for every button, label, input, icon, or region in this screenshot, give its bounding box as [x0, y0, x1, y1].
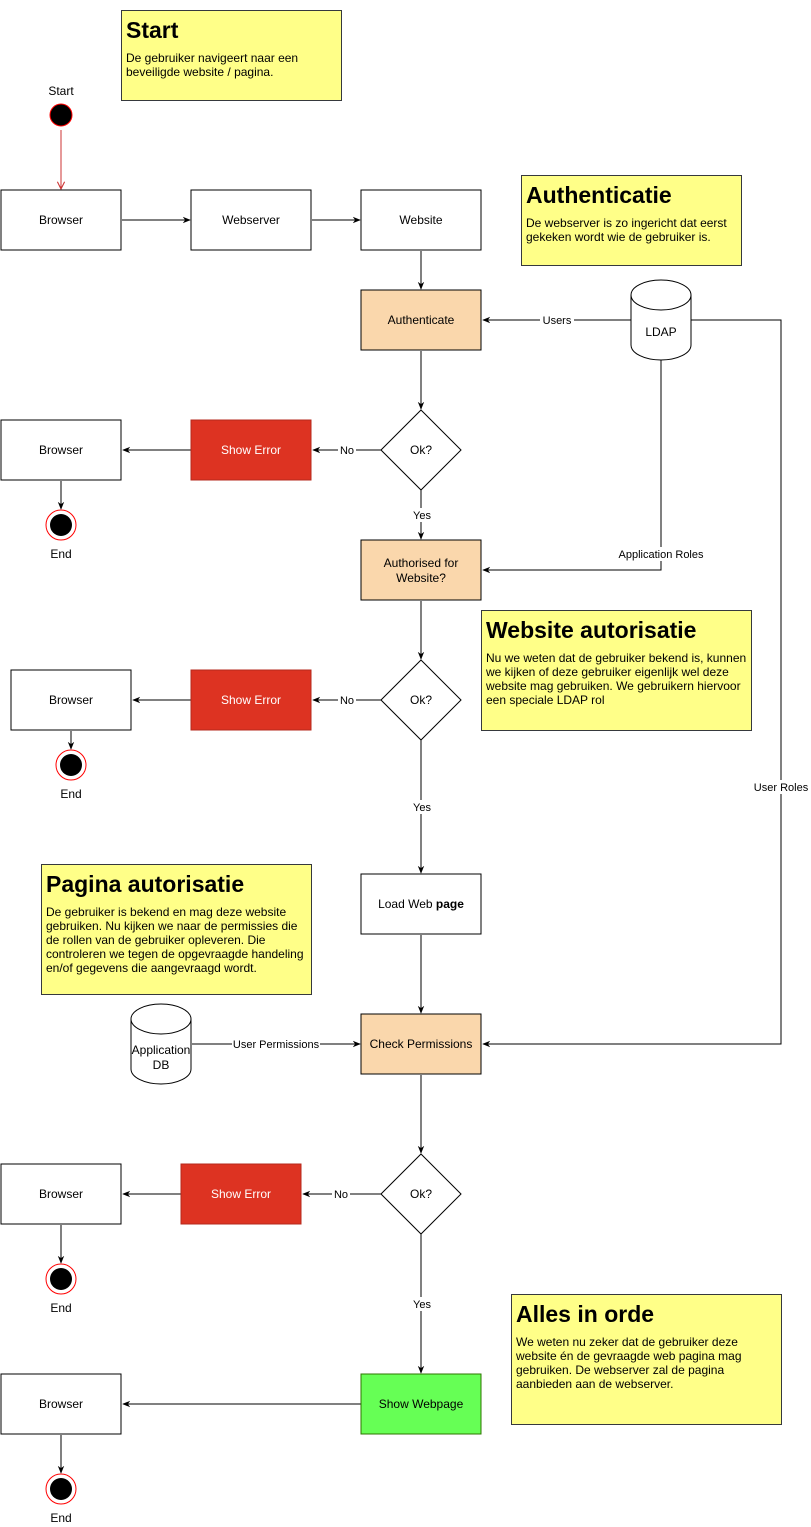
edge-ldap-authorised — [482, 360, 662, 574]
authorised-node: Authorised for Website? — [360, 539, 482, 601]
end-node-3: End — [45, 1263, 77, 1315]
svg-text:Browser: Browser — [39, 443, 83, 457]
note-start-body: De gebruiker navigeert naar een beveilig… — [126, 51, 299, 79]
decision-ok-3: Ok? — [380, 1153, 462, 1235]
svg-text:Application: Application — [132, 1043, 191, 1057]
edge-label-no-2: No — [340, 695, 354, 707]
webserver-node: Webserver — [190, 189, 312, 251]
edge-label-yes-2: Yes — [413, 802, 431, 814]
edge-label-application-roles: Application Roles — [619, 549, 704, 561]
svg-text:Webserver: Webserver — [222, 213, 280, 227]
start-node — [49, 103, 73, 127]
decision-ok-1: Ok? — [380, 409, 462, 491]
svg-text:Browser: Browser — [49, 693, 93, 707]
svg-text:Check Permissions: Check Permissions — [370, 1037, 473, 1051]
check-permissions-node: Check Permissions — [360, 1013, 482, 1075]
svg-text:End: End — [50, 1301, 71, 1315]
svg-text:Website?: Website? — [396, 571, 446, 585]
note-alles-in-orde: Alles in orde We weten nu zeker dat de g… — [511, 1294, 782, 1425]
load-web-page-node: Load Web page — [360, 873, 482, 935]
edge-label-no-1: No — [340, 445, 354, 457]
decision-ok-2: Ok? — [380, 659, 462, 741]
browser-node-2: Browser — [10, 669, 132, 731]
svg-text:Show Webpage: Show Webpage — [379, 1397, 464, 1411]
note-authenticatie-title: Authenticatie — [526, 182, 672, 208]
show-error-node-3: Show Error — [180, 1163, 302, 1225]
svg-text:Ok?: Ok? — [410, 443, 432, 457]
end-node-1: End — [45, 509, 77, 561]
browser-node-1: Browser — [0, 419, 122, 481]
edge-label-users: Users — [543, 315, 572, 327]
edge-ldap-checkpermissions — [482, 319, 782, 1048]
svg-text:Load Web page: Load Web page — [378, 897, 464, 911]
note-pagina-autorisatie: Pagina autorisatie De gebruiker is beken… — [41, 864, 312, 995]
ldap-database-icon: LDAP — [630, 279, 692, 361]
svg-text:Authenticate: Authenticate — [388, 313, 455, 327]
svg-text:End: End — [50, 547, 71, 561]
show-webpage-node: Show Webpage — [360, 1373, 482, 1435]
note-authenticatie-body: De webserver is zo ingericht dat eerst g… — [526, 216, 727, 244]
application-db-icon: Application DB — [130, 1003, 192, 1085]
svg-text:Browser: Browser — [39, 213, 83, 227]
svg-text:Authorised for: Authorised for — [384, 556, 459, 570]
browser-node-3: Browser — [0, 1163, 122, 1225]
note-alles-in-orde-body: We weten nu zeker dat de gebruiker deze … — [516, 1335, 742, 1391]
svg-text:Browser: Browser — [39, 1397, 83, 1411]
website-node: Website — [360, 189, 482, 251]
note-start: Start De gebruiker navigeert naar een be… — [121, 10, 342, 101]
svg-text:Website: Website — [399, 213, 442, 227]
svg-text:End: End — [60, 787, 81, 801]
svg-text:Ok?: Ok? — [410, 693, 432, 707]
show-error-node-2: Show Error — [190, 669, 312, 731]
svg-text:DB: DB — [153, 1058, 170, 1072]
browser-node-4: Browser — [0, 1373, 122, 1435]
svg-text:Show Error: Show Error — [221, 443, 281, 457]
note-pagina-autorisatie-body: De gebruiker is bekend en mag deze websi… — [46, 905, 304, 975]
note-website-autorisatie-body: Nu we weten dat de gebruiker bekend is, … — [486, 651, 747, 707]
svg-text:End: End — [50, 1511, 71, 1525]
note-pagina-autorisatie-title: Pagina autorisatie — [46, 871, 245, 897]
end-node-2: End — [55, 749, 87, 801]
edge-labels: Users Application Roles User Roles User … — [232, 313, 810, 1311]
note-start-title: Start — [126, 17, 179, 43]
authenticate-node: Authenticate — [360, 289, 482, 351]
ldap-label: LDAP — [645, 325, 676, 339]
show-error-node-1: Show Error — [190, 419, 312, 481]
edge-label-yes-1: Yes — [413, 510, 431, 522]
start-label: Start — [48, 84, 74, 98]
note-website-autorisatie-title: Website autorisatie — [486, 617, 697, 643]
svg-text:Show Error: Show Error — [221, 693, 281, 707]
browser-node-start: Browser — [0, 189, 122, 251]
edge-label-user-permissions: User Permissions — [233, 1039, 320, 1051]
edge-label-yes-3: Yes — [413, 1299, 431, 1311]
note-authenticatie: Authenticatie De webserver is zo ingeric… — [521, 175, 742, 266]
note-website-autorisatie: Website autorisatie Nu we weten dat de g… — [481, 610, 752, 731]
svg-text:Browser: Browser — [39, 1187, 83, 1201]
svg-text:Show Error: Show Error — [211, 1187, 271, 1201]
note-alles-in-orde-title: Alles in orde — [516, 1301, 655, 1327]
svg-text:Ok?: Ok? — [410, 1187, 432, 1201]
edge-label-no-3: No — [334, 1189, 348, 1201]
edge-label-user-roles: User Roles — [754, 782, 809, 794]
end-node-4: End — [45, 1473, 77, 1525]
